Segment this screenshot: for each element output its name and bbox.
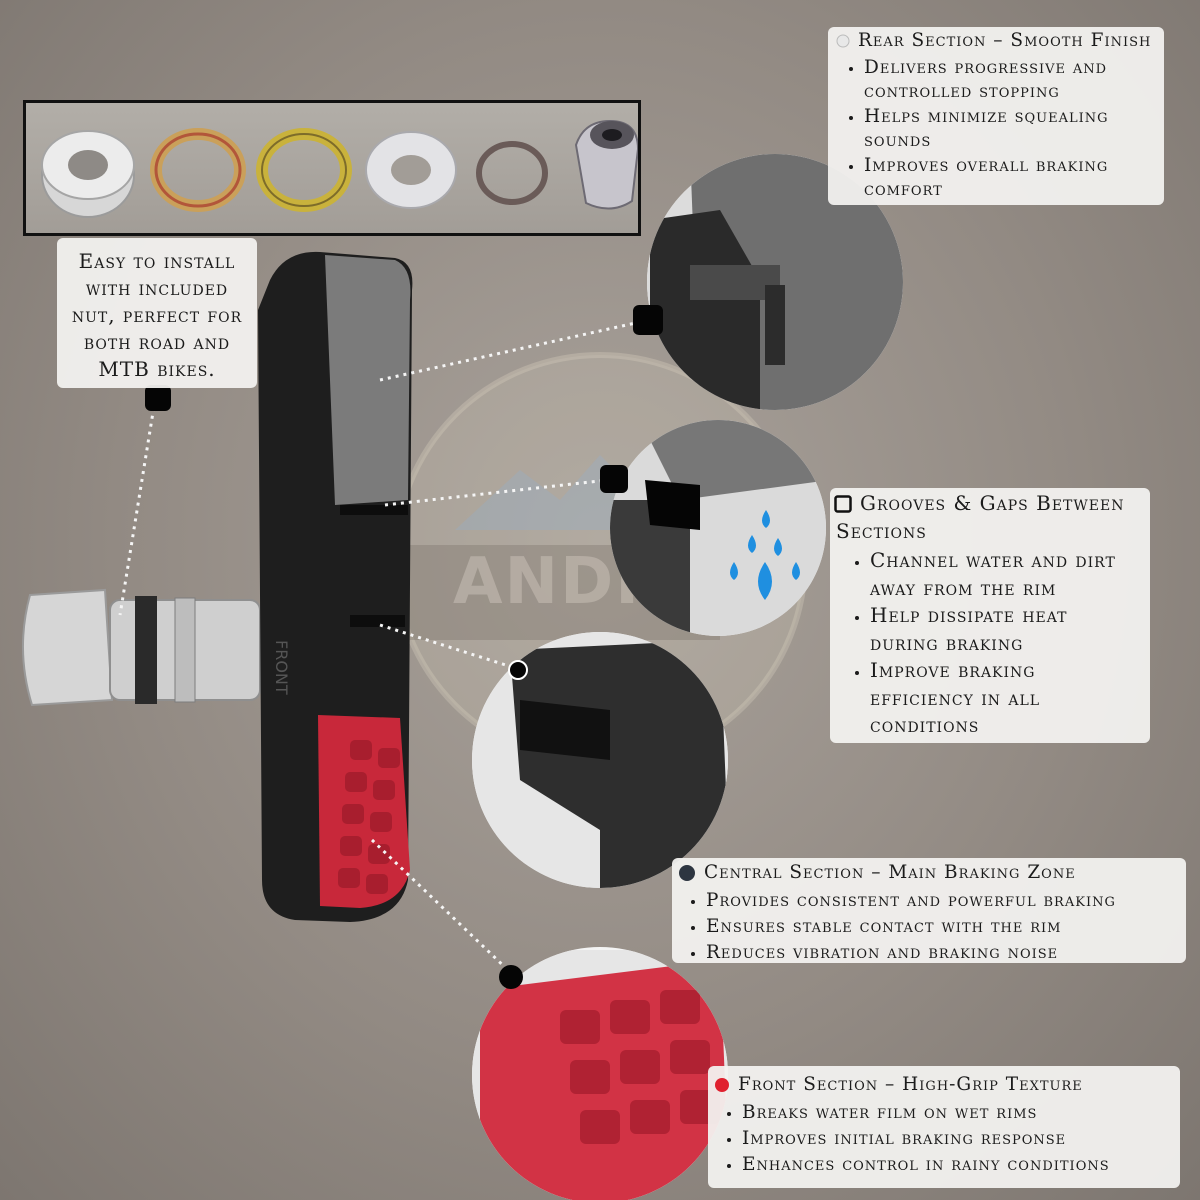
square-outline-icon (834, 495, 852, 513)
central-section-card: Central Section – Main Braking Zone Prov… (672, 858, 1186, 963)
install-note-line: Easy to install (78, 249, 236, 273)
install-note-card: Easy to install with included nut, perfe… (57, 238, 257, 388)
groove-1 (340, 505, 408, 515)
grooves-section-title-line: Grooves & Gaps Between (860, 491, 1125, 515)
rear-pad-section (325, 255, 411, 505)
split-washer-icon (256, 128, 352, 212)
rear-section-title: Rear Section – Smooth Finish (858, 30, 1152, 51)
groove-2 (350, 615, 405, 627)
mounting-post (21, 588, 261, 707)
leader-lines (118, 320, 641, 974)
dark-circle-bullet-icon (679, 865, 695, 881)
grooves-section-title-line: Sections (836, 518, 927, 543)
circle-bullet-icon (836, 34, 850, 48)
thin-washer-icon (476, 141, 548, 205)
list-item: Enhances control in rainy conditions (742, 1152, 1174, 1178)
rear-section-card: Rear Section – Smooth Finish Delivers pr… (828, 27, 1164, 205)
zoom-rear-detail (647, 154, 903, 410)
install-note-line: nut, perfect for (71, 303, 243, 327)
cap-nut-icon (574, 119, 640, 210)
hardware-kit-panel (23, 100, 641, 236)
zoom-front-detail (472, 947, 728, 1200)
grooves-section-card: Grooves & Gaps Between Sections Channel … (830, 488, 1150, 743)
hardware-kit-items (41, 119, 640, 218)
spring-washer-icon (150, 128, 246, 212)
install-note-line: MTB bikes. (98, 357, 216, 381)
pad-marking-front: FRONT (272, 640, 291, 695)
zoom-groove-detail (610, 420, 826, 636)
front-section-card: Front Section – High-Grip Texture Breaks… (708, 1066, 1180, 1188)
list-item: Provides consistent and powerful braking (706, 888, 1180, 914)
brand-watermark: ANDI (453, 545, 642, 619)
zoom-central-detail (472, 632, 728, 888)
grip-texture (338, 740, 400, 894)
install-note-line: both road and (83, 330, 231, 354)
flat-washer-icon (365, 131, 457, 209)
spacer-washer-icon (41, 130, 135, 218)
water-drops-icon (730, 510, 800, 600)
install-note-line: with included (85, 276, 229, 300)
red-circle-bullet-icon (715, 1078, 729, 1092)
central-section-title: Central Section – Main Braking Zone (704, 862, 1076, 883)
list-item: Improves initial braking response (742, 1126, 1174, 1152)
callout-markers (145, 305, 663, 989)
list-item: Breaks water film on wet rims (742, 1100, 1174, 1126)
list-item: Reduces vibration and braking noise (706, 940, 1180, 966)
front-section-title: Front Section – High-Grip Texture (738, 1074, 1083, 1095)
list-item: Ensures stable contact with the rim (706, 914, 1180, 940)
